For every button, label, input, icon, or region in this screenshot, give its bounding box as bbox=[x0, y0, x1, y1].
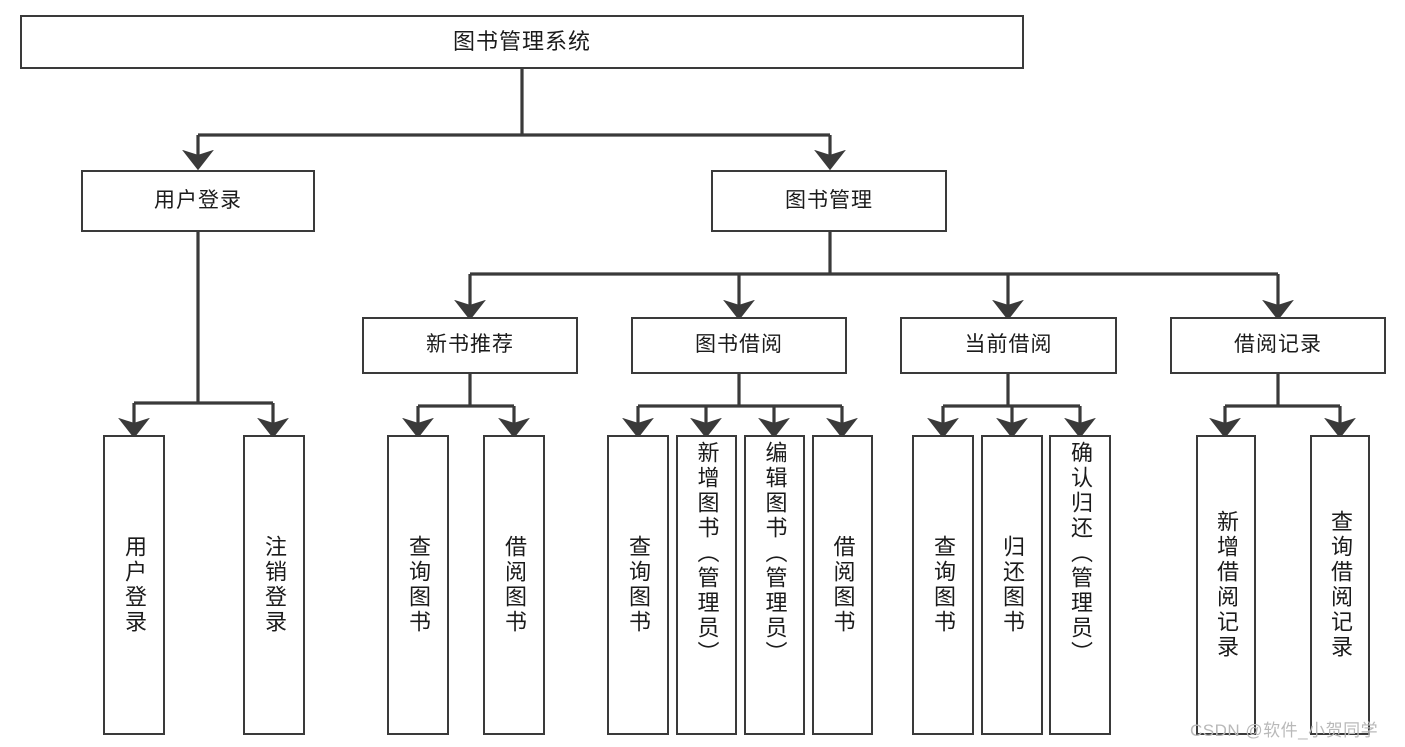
leaf-label: 查询图书 bbox=[625, 535, 651, 635]
leaf-label: 查询图书 bbox=[405, 535, 431, 635]
node-book-management-label: 图书管理 bbox=[785, 188, 873, 212]
node-book-borrow-label: 图书借阅 bbox=[695, 333, 783, 357]
leaf-new-book-query[interactable]: 查询图书 bbox=[387, 435, 449, 735]
node-new-book-recommend-label: 新书推荐 bbox=[426, 333, 514, 357]
leaf-label: 归还图书 bbox=[999, 535, 1025, 635]
node-borrow-record-label: 借阅记录 bbox=[1234, 333, 1322, 357]
leaf-label: 确认归还（管理员） bbox=[1067, 441, 1093, 666]
leaf-label: 编辑图书（管理员） bbox=[762, 441, 788, 666]
leaf-current-borrow-return[interactable]: 归还图书 bbox=[981, 435, 1043, 735]
leaf-label: 借阅图书 bbox=[830, 535, 856, 635]
node-book-management[interactable]: 图书管理 bbox=[711, 170, 947, 232]
leaf-user-login-logout[interactable]: 注销登录 bbox=[243, 435, 305, 735]
leaf-borrow-record-add[interactable]: 新增借阅记录 bbox=[1196, 435, 1256, 735]
leaf-new-book-borrow[interactable]: 借阅图书 bbox=[483, 435, 545, 735]
leaf-user-login-login[interactable]: 用户登录 bbox=[103, 435, 165, 735]
node-user-login-label: 用户登录 bbox=[154, 188, 242, 212]
node-book-borrow[interactable]: 图书借阅 bbox=[631, 317, 847, 374]
leaf-book-borrow-edit[interactable]: 编辑图书（管理员） bbox=[744, 435, 805, 735]
node-root-label: 图书管理系统 bbox=[452, 29, 591, 55]
leaf-label: 用户登录 bbox=[121, 535, 147, 635]
node-user-login[interactable]: 用户登录 bbox=[81, 170, 315, 232]
leaf-label: 查询图书 bbox=[930, 535, 956, 635]
leaf-book-borrow-add[interactable]: 新增图书（管理员） bbox=[676, 435, 737, 735]
leaf-label: 新增图书（管理员） bbox=[694, 441, 720, 666]
leaf-current-borrow-confirm[interactable]: 确认归还（管理员） bbox=[1049, 435, 1111, 735]
node-new-book-recommend[interactable]: 新书推荐 bbox=[362, 317, 578, 374]
leaf-borrow-record-query[interactable]: 查询借阅记录 bbox=[1310, 435, 1370, 735]
leaf-book-borrow-query[interactable]: 查询图书 bbox=[607, 435, 669, 735]
leaf-label: 注销登录 bbox=[261, 535, 287, 635]
leaf-label: 借阅图书 bbox=[501, 535, 527, 635]
leaf-label: 新增借阅记录 bbox=[1213, 510, 1239, 660]
leaf-book-borrow-borrow[interactable]: 借阅图书 bbox=[812, 435, 873, 735]
node-current-borrow[interactable]: 当前借阅 bbox=[900, 317, 1117, 374]
node-current-borrow-label: 当前借阅 bbox=[964, 333, 1053, 357]
node-root[interactable]: 图书管理系统 bbox=[20, 15, 1024, 69]
leaf-current-borrow-query[interactable]: 查询图书 bbox=[912, 435, 974, 735]
node-borrow-record[interactable]: 借阅记录 bbox=[1170, 317, 1386, 374]
leaf-label: 查询借阅记录 bbox=[1327, 510, 1353, 660]
